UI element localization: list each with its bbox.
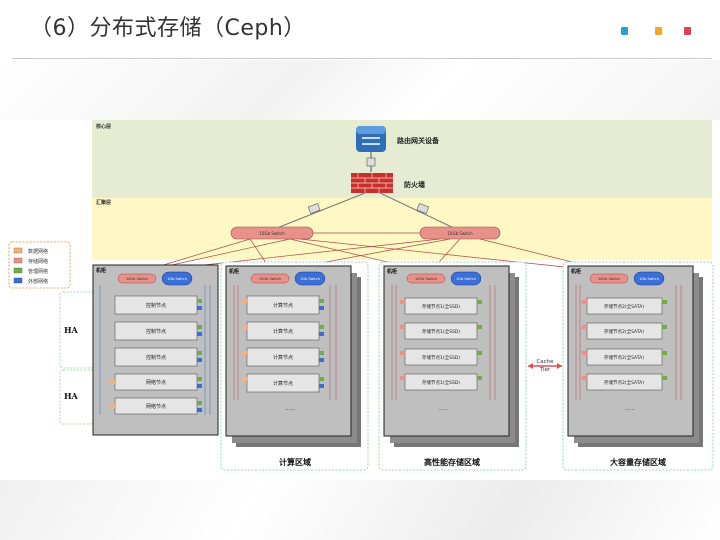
svg-text:机柜: 机柜	[95, 267, 106, 274]
ssd-zone-label: 高性能存储区域	[424, 457, 480, 467]
ssd-more: ......	[438, 406, 448, 412]
cache-tier-arrow	[528, 363, 562, 369]
control-node: 控制节点	[146, 354, 166, 361]
svg-text:1Gb Switch: 1Gb Switch	[167, 277, 187, 281]
cache-tier-label: Cache	[536, 359, 554, 365]
network-node: 网络节点	[146, 379, 166, 386]
background-band-top	[0, 60, 720, 120]
cache-tier-label-2: Tier	[539, 367, 551, 373]
legend-mgmt: 管理网络	[28, 268, 48, 275]
legend-storage: 存储网络	[28, 258, 48, 265]
title-divider	[12, 58, 712, 59]
ha-label-1: HA	[64, 325, 79, 335]
svg-text:机柜: 机柜	[386, 268, 397, 275]
svg-text:10Gb Switch: 10Gb Switch	[447, 231, 473, 236]
ha-label-2: HA	[64, 391, 79, 401]
svg-text:机柜: 机柜	[570, 268, 581, 275]
sata-node: 存储节点2(全SATA)	[604, 379, 644, 386]
compute-node: 计算节点	[273, 302, 293, 309]
control-node: 控制节点	[146, 328, 166, 335]
red-dot	[684, 27, 691, 35]
router-icon	[356, 126, 386, 152]
sata-node: 存储节点2(全SATA)	[604, 354, 644, 361]
svg-text:10Gb Switch: 10Gb Switch	[415, 277, 437, 281]
blue-dot	[621, 27, 628, 35]
firewall-icon	[351, 173, 393, 193]
ssd-node: 存储节点1(全SSD)	[422, 303, 460, 310]
sata-node: 存储节点2(全SATA)	[604, 328, 644, 335]
svg-text:1Gb Switch: 1Gb Switch	[300, 277, 320, 281]
control-nodes: 控制节点 控制节点 控制节点 网络节点 网络节点	[114, 295, 198, 415]
sata-zone-label: 大容量存储区域	[610, 457, 666, 467]
ssd-node: 存储节点1(全SSD)	[422, 354, 460, 361]
svg-text:10Gb Switch: 10Gb Switch	[126, 277, 148, 281]
compute-node: 计算节点	[273, 380, 293, 387]
compute-nodes: 计算节点 计算节点 计算节点 计算节点	[246, 295, 320, 393]
background-band-bottom	[0, 480, 720, 540]
sata-more: ......	[625, 406, 635, 412]
sata-nodes: 存储节点2(全SATA) 存储节点2(全SATA) 存储节点2(全SATA) 存…	[586, 297, 663, 391]
aggregation-layer-bg	[92, 198, 712, 260]
legend-data: 数据网络	[28, 248, 48, 255]
svg-text:1Gb Switch: 1Gb Switch	[639, 277, 659, 281]
network-node: 网络节点	[146, 403, 166, 410]
ssd-node: 存储节点1(全SSD)	[422, 328, 460, 335]
svg-text:机柜: 机柜	[228, 268, 239, 275]
core-layer-label: 核心层	[96, 123, 111, 130]
ssd-nodes: 存储节点1(全SSD) 存储节点1(全SSD) 存储节点1(全SSD) 存储节点…	[404, 297, 478, 391]
compute-node: 计算节点	[273, 328, 293, 335]
core-layer-bg	[92, 120, 712, 198]
ssd-node: 存储节点1(全SSD)	[422, 379, 460, 386]
aggregation-layer-label: 汇聚层	[96, 199, 111, 206]
svg-text:10Gb Switch: 10Gb Switch	[259, 277, 281, 281]
svg-text:1Gb Switch: 1Gb Switch	[456, 277, 476, 281]
svg-text:10Gb Switch: 10Gb Switch	[598, 277, 620, 281]
control-node: 控制节点	[146, 302, 166, 309]
compute-zone-label: 计算区域	[279, 457, 311, 467]
firewall-label: 防火墙	[404, 180, 425, 189]
compute-more: ......	[285, 406, 295, 412]
orange-dot	[655, 27, 662, 35]
legend-external: 外部网络	[28, 278, 48, 285]
slide-title: （6）分布式存储（Ceph）	[30, 16, 306, 41]
svg-text:10Gb Switch: 10Gb Switch	[259, 231, 285, 236]
sata-node: 存储节点2(全SATA)	[604, 303, 644, 310]
legend-box	[8, 241, 71, 289]
compute-node: 计算节点	[273, 354, 293, 361]
router-label: 路由网关设备	[397, 136, 440, 145]
